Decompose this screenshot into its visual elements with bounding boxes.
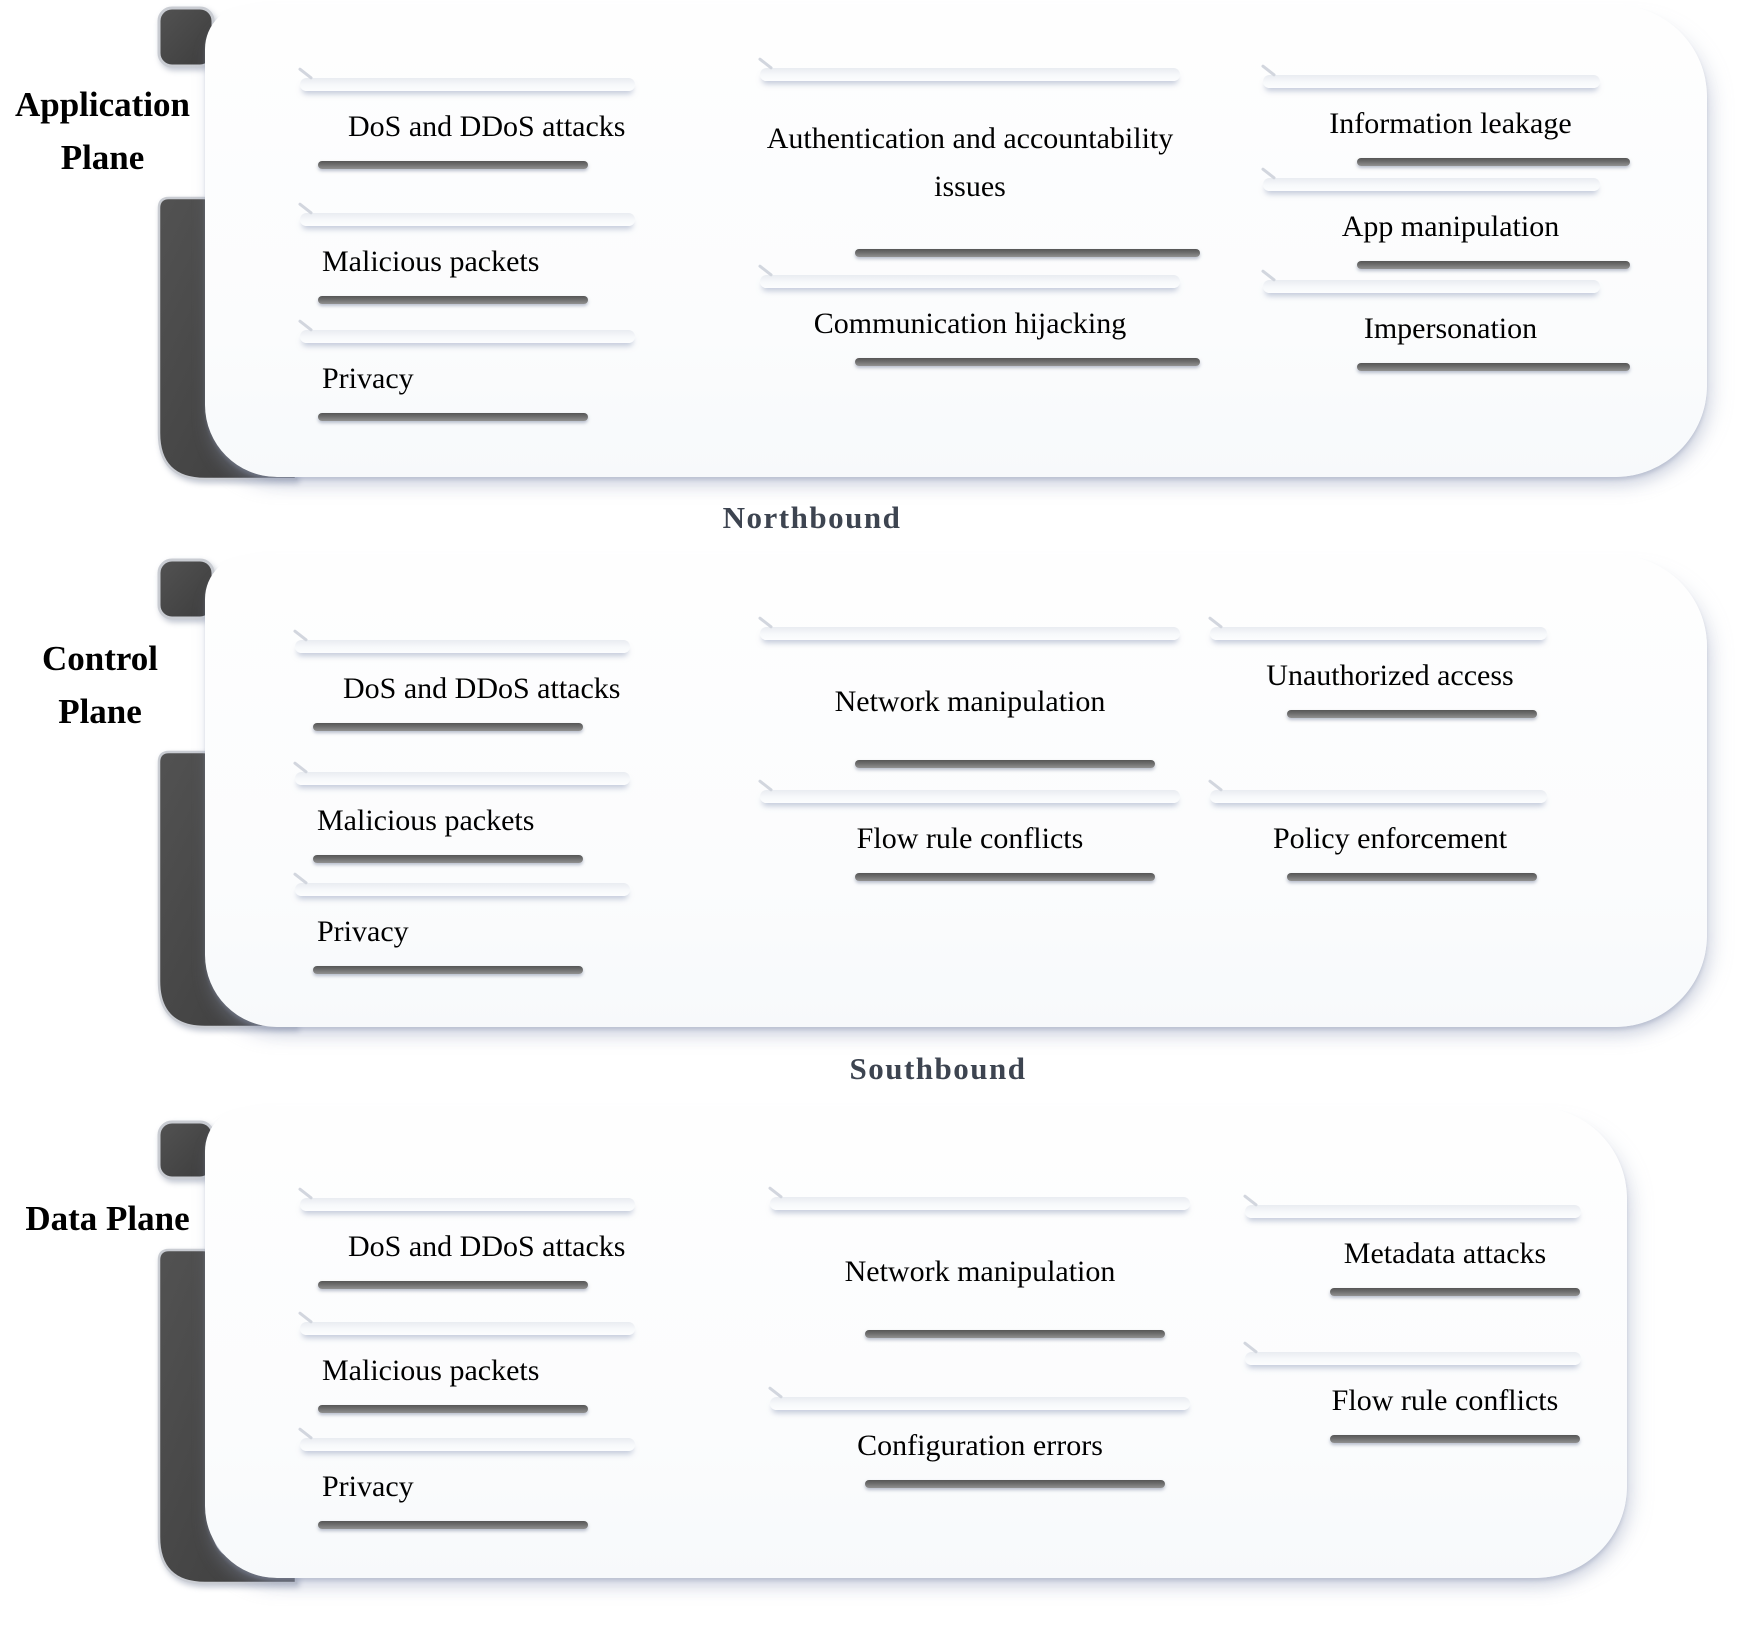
item-highlight [300,78,635,91]
threat-item: DoS and DDoS attacks [300,1198,645,1289]
threat-item: Malicious packets [295,772,640,863]
threat-item: Policy enforcement [1210,790,1570,881]
threat-label: Privacy [322,1470,414,1503]
item-highlight [1263,75,1600,88]
threat-item: Network manipulation [760,627,1180,768]
item-highlight [1245,1352,1581,1365]
threat-item: Network manipulation [770,1197,1190,1338]
item-underline [1330,1288,1580,1296]
item-highlight [295,772,630,785]
threat-item: Privacy [300,330,645,421]
threat-label: Privacy [322,362,414,395]
threat-item: Unauthorized access [1210,627,1570,718]
threat-label: Network manipulation [834,685,1106,718]
item-underline [855,358,1200,366]
item-highlight [1245,1205,1581,1218]
item-highlight [300,330,635,343]
threat-item: Metadata attacks [1245,1205,1645,1296]
threat-label: Malicious packets [322,245,540,278]
threat-item: Flow rule conflicts [760,790,1180,881]
item-underline [1357,261,1630,269]
threat-label: Malicious packets [322,1354,540,1387]
threat-item: Privacy [295,883,640,974]
item-underline [865,1480,1165,1488]
threat-label: Unauthorized access [1266,659,1514,692]
item-underline [1287,710,1537,718]
item-underline [865,1330,1165,1338]
threat-label: Flow rule conflicts [856,822,1084,855]
threat-item: Information leakage [1263,75,1638,166]
item-highlight [295,883,630,896]
threat-item: Privacy [300,1438,645,1529]
data-plane-label: Data Plane [0,1192,215,1245]
item-highlight [300,213,635,226]
threat-item: Impersonation [1263,280,1638,371]
item-underline [318,1281,588,1289]
item-underline [855,873,1155,881]
item-highlight [760,790,1180,803]
threat-label: Policy enforcement [1272,822,1508,855]
item-highlight [770,1397,1190,1410]
item-highlight [770,1197,1190,1210]
plane-label-line: Plane [60,138,145,177]
threat-item: Malicious packets [300,1322,645,1413]
item-highlight [1210,790,1547,803]
item-highlight [1210,627,1547,640]
southbound-interface-label: Southbound [849,1051,1027,1086]
control-plane-label: Control Plane [0,632,200,738]
item-underline [1330,1435,1580,1443]
item-underline [1357,363,1630,371]
item-highlight [760,627,1180,640]
threat-label: Metadata attacks [1343,1237,1547,1270]
item-highlight [1263,280,1600,293]
threat-item: Configuration errors [770,1397,1190,1488]
threat-item: DoS and DDoS attacks [300,78,645,169]
threat-label: Configuration errors [857,1429,1103,1462]
threat-label: Malicious packets [317,804,535,837]
threat-label: Authentication and accountability issues [766,122,1174,203]
item-highlight [300,1198,635,1211]
plane-label-line: Control [41,639,159,678]
threat-label: DoS and DDoS attacks [348,110,626,143]
item-highlight [295,640,630,653]
threat-label: DoS and DDoS attacks [343,672,621,705]
threat-label: DoS and DDoS attacks [348,1230,626,1263]
plane-label-line: Data Plane [25,1199,190,1238]
item-underline [313,723,583,731]
item-underline [313,855,583,863]
item-underline [1287,873,1537,881]
item-highlight [300,1438,635,1451]
item-underline [318,1521,588,1529]
threat-label: App manipulation [1341,210,1560,243]
threat-label: Communication hijacking [813,307,1127,340]
threat-label: Impersonation [1363,312,1538,345]
application-plane-label: Application Plane [0,78,205,184]
item-underline [318,296,588,304]
item-underline [855,760,1155,768]
item-underline [318,413,588,421]
item-underline [318,161,588,169]
threat-item: App manipulation [1263,178,1638,269]
threat-item: Malicious packets [300,213,645,304]
item-highlight [1263,178,1600,191]
item-highlight [760,68,1180,81]
plane-label-line: Application [14,85,191,124]
item-underline [855,249,1200,257]
item-underline [1357,158,1630,166]
northbound-interface-label: Northbound [722,500,902,535]
item-underline [318,1405,588,1413]
threat-label: Privacy [317,915,409,948]
item-highlight [760,275,1180,288]
threat-item: Communication hijacking [760,275,1200,366]
threat-item: Authentication and accountability issues [760,68,1200,257]
threat-item: DoS and DDoS attacks [295,640,640,731]
data-plane-panel [205,1107,1627,1578]
item-highlight [300,1322,635,1335]
plane-label-line: Plane [58,692,142,731]
threat-label: Information leakage [1329,107,1572,140]
threat-label: Flow rule conflicts [1331,1384,1559,1417]
item-underline [313,966,583,974]
threat-item: Flow rule conflicts [1245,1352,1645,1443]
threat-label: Network manipulation [844,1255,1116,1288]
